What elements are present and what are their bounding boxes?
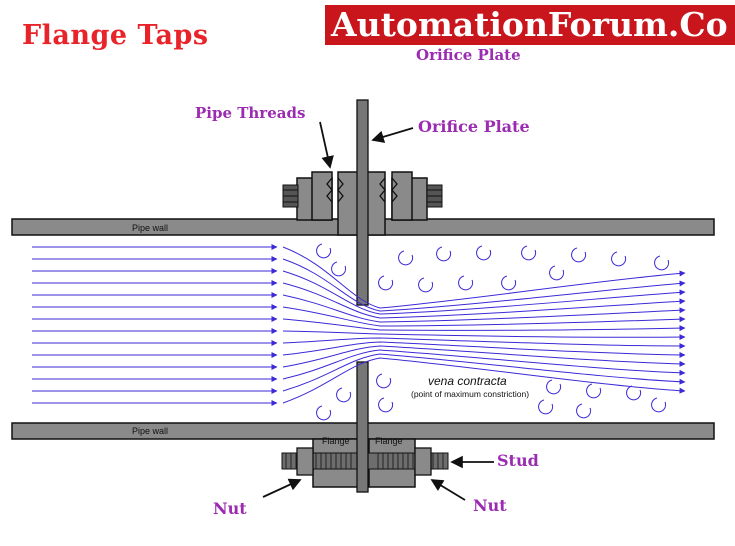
callout-arrows [262, 121, 494, 501]
flange-right-label: Flange [375, 436, 403, 446]
orifice-plate-label: Orifice Plate [418, 117, 530, 136]
converging-streamlines [282, 246, 686, 404]
pipe-threads-label: Pipe Threads [195, 104, 306, 122]
inlet-streamlines [32, 244, 278, 406]
stud-label: Stud [497, 451, 539, 470]
vena-contracta-note: (point of maximum constriction) [411, 389, 529, 399]
eddies [316, 243, 670, 421]
nut-right-label: Nut [473, 496, 507, 515]
flange-left-label: Flange [322, 436, 350, 446]
orifice-plate-upper [356, 99, 369, 306]
site-banner: AutomationForum.Co [325, 5, 735, 45]
pipe-wall-top-label: Pipe wall [132, 223, 168, 233]
diagram-title: Flange Taps [22, 20, 209, 51]
nut-left-label: Nut [213, 499, 247, 518]
nut-left [296, 447, 314, 476]
nut-right [414, 447, 432, 476]
pipe-wall-bottom-label: Pipe wall [132, 426, 168, 436]
banner-subtitle: Orifice Plate [416, 46, 521, 64]
orifice-plate-lower [356, 361, 369, 493]
vena-contracta-label: vena contracta [428, 374, 507, 388]
